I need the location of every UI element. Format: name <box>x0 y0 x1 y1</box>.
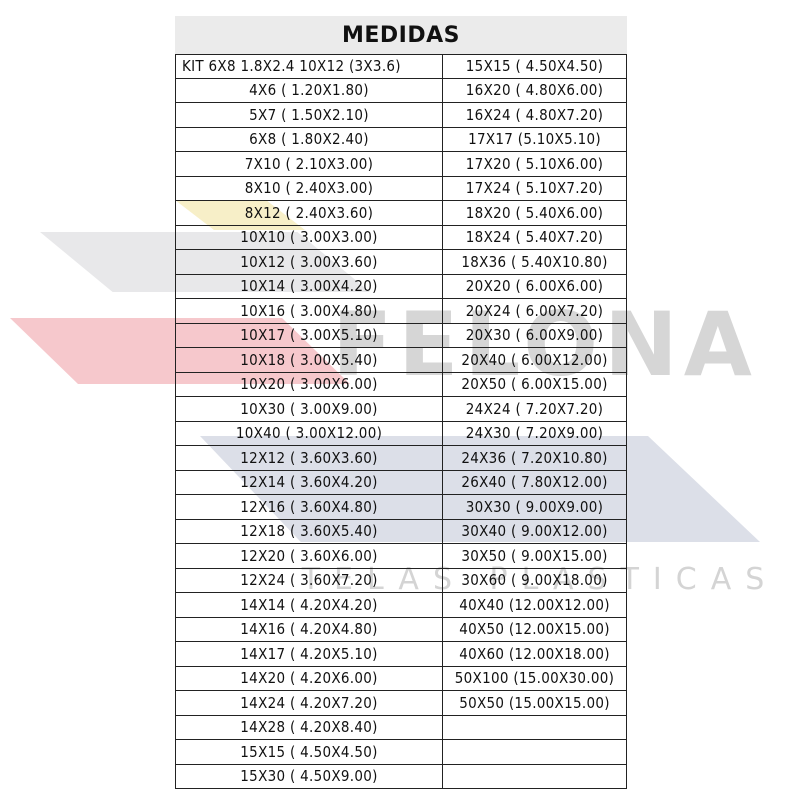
size-cell-left: 12X14 ( 3.60X4.20) <box>175 470 443 495</box>
size-cell-right: 16X24 ( 4.80X7.20) <box>443 103 627 128</box>
size-cell-left: 15X15 ( 4.50X4.50) <box>175 740 443 765</box>
size-cell-right: 18X24 ( 5.40X7.20) <box>443 225 627 250</box>
size-cell-right: 50X50 (15.00X15.00) <box>443 691 627 716</box>
size-cell-right: 18X20 ( 5.40X6.00) <box>443 201 627 226</box>
size-cell-right: 16X20 ( 4.80X6.00) <box>443 78 627 103</box>
size-cell-right <box>443 740 627 765</box>
size-cell-right: 30X50 ( 9.00X15.00) <box>443 544 627 569</box>
size-cell-right: 20X40 ( 6.00X12.00) <box>443 348 627 373</box>
size-cell-left: 14X14 ( 4.20X4.20) <box>175 593 443 618</box>
size-cell-left: 12X20 ( 3.60X6.00) <box>175 544 443 569</box>
size-cell-right: 40X50 (12.00X15.00) <box>443 617 627 642</box>
size-cell-right: 24X36 ( 7.20X10.80) <box>443 446 627 471</box>
size-cell-right: 20X50 ( 6.00X15.00) <box>443 372 627 397</box>
size-cell-left: 10X40 ( 3.00X12.00) <box>175 421 443 446</box>
size-cell-right: 15X15 ( 4.50X4.50) <box>443 54 627 79</box>
size-cell-left: 10X20 ( 3.00X6.00) <box>175 372 443 397</box>
size-cell-right: 26X40 ( 7.80X12.00) <box>443 470 627 495</box>
size-cell-right: 17X24 ( 5.10X7.20) <box>443 176 627 201</box>
size-cell-right <box>443 764 627 789</box>
size-cell-left: 10X16 ( 3.00X4.80) <box>175 299 443 324</box>
size-cell-right: 50X100 (15.00X30.00) <box>443 666 627 691</box>
size-cell-left: 5X7 ( 1.50X2.10) <box>175 103 443 128</box>
size-cell-left: 14X16 ( 4.20X4.80) <box>175 617 443 642</box>
size-cell-left: 12X12 ( 3.60X3.60) <box>175 446 443 471</box>
size-cell-left: 6X8 ( 1.80X2.40) <box>175 127 443 152</box>
size-cell-left: 10X14 ( 3.00X4.20) <box>175 274 443 299</box>
size-cell-right: 30X40 ( 9.00X12.00) <box>443 519 627 544</box>
size-cell-right: 20X24 ( 6.00X7.20) <box>443 299 627 324</box>
size-cell-left: 8X12 ( 2.40X3.60) <box>175 201 443 226</box>
size-cell-left: 14X17 ( 4.20X5.10) <box>175 642 443 667</box>
size-cell-right: 24X30 ( 7.20X9.00) <box>443 421 627 446</box>
size-cell-right: 18X36 ( 5.40X10.80) <box>443 250 627 275</box>
size-cell-right: 30X30 ( 9.00X9.00) <box>443 495 627 520</box>
size-cell-left: 14X20 ( 4.20X6.00) <box>175 666 443 691</box>
size-cell-left: 12X24 ( 3.60X7.20) <box>175 568 443 593</box>
size-cell-right: 40X60 (12.00X18.00) <box>443 642 627 667</box>
size-cell-left: 12X18 ( 3.60X5.40) <box>175 519 443 544</box>
size-cell-right: 20X20 ( 6.00X6.00) <box>443 274 627 299</box>
size-cell-left: 14X24 ( 4.20X7.20) <box>175 691 443 716</box>
size-cell-left: 10X10 ( 3.00X3.00) <box>175 225 443 250</box>
watermark-brand: FELONA <box>332 293 758 396</box>
size-cell-left: 8X10 ( 2.40X3.00) <box>175 176 443 201</box>
sizes-table: MEDIDAS KIT 6X8 1.8X2.4 10X12 (3X3.6)15X… <box>175 16 627 789</box>
size-cell-right: 40X40 (12.00X12.00) <box>443 593 627 618</box>
sizes-grid: KIT 6X8 1.8X2.4 10X12 (3X3.6)15X15 ( 4.5… <box>175 54 627 789</box>
size-cell-left: 12X16 ( 3.60X4.80) <box>175 495 443 520</box>
size-cell-left: 10X12 ( 3.00X3.60) <box>175 250 443 275</box>
size-cell-left: KIT 6X8 1.8X2.4 10X12 (3X3.6) <box>175 54 443 79</box>
size-cell-left: 10X18 ( 3.00X5.40) <box>175 348 443 373</box>
table-title: MEDIDAS <box>175 16 627 54</box>
size-cell-left: 10X17 ( 3.00X5.10) <box>175 323 443 348</box>
size-cell-right: 24X24 ( 7.20X7.20) <box>443 397 627 422</box>
size-cell-right: 17X20 ( 5.10X6.00) <box>443 152 627 177</box>
size-cell-left: 7X10 ( 2.10X3.00) <box>175 152 443 177</box>
size-cell-right <box>443 715 627 740</box>
size-cell-left: 14X28 ( 4.20X8.40) <box>175 715 443 740</box>
size-cell-left: 4X6 ( 1.20X1.80) <box>175 78 443 103</box>
size-cell-right: 30X60 ( 9.00X18.00) <box>443 568 627 593</box>
size-cell-right: 20X30 ( 6.00X9.00) <box>443 323 627 348</box>
size-cell-left: 15X30 ( 4.50X9.00) <box>175 764 443 789</box>
size-cell-right: 17X17 (5.10X5.10) <box>443 127 627 152</box>
size-cell-left: 10X30 ( 3.00X9.00) <box>175 397 443 422</box>
